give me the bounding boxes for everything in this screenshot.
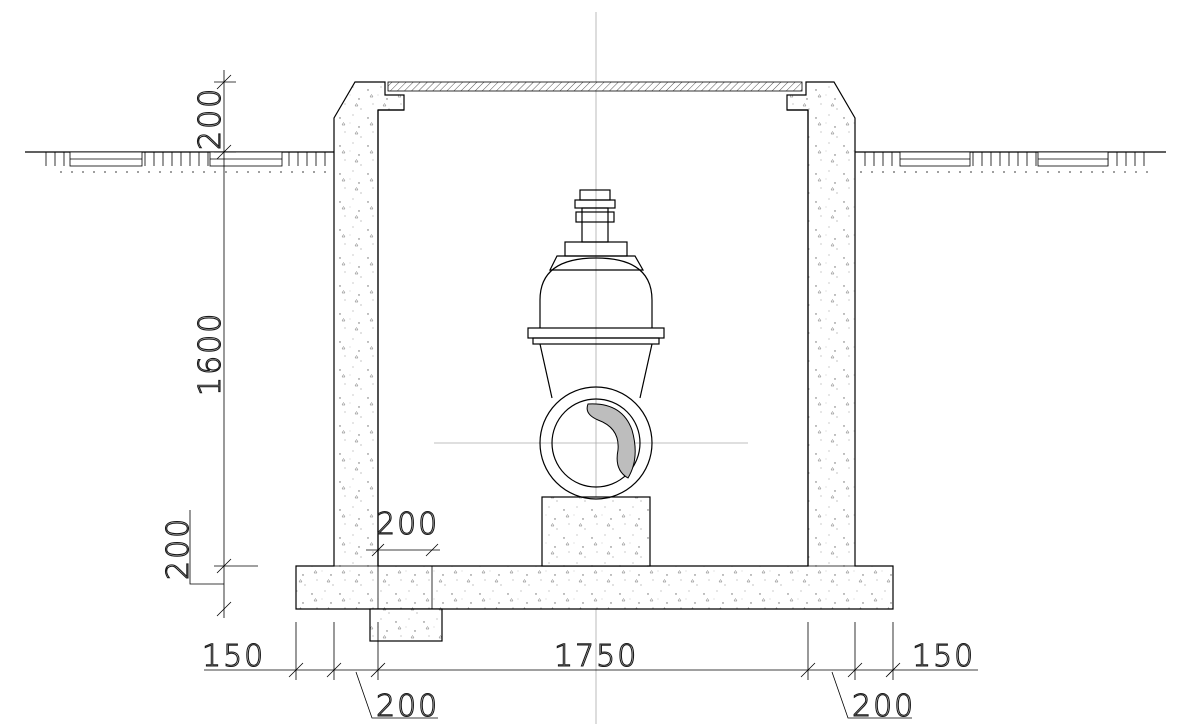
ground-surface-left: [25, 151, 334, 173]
dim-left-footing-projection: 150: [202, 639, 265, 674]
dim-left-wall-thickness: 200: [376, 689, 439, 724]
sump-block: [369, 608, 443, 642]
dim-cover-thickness: 200: [193, 87, 228, 150]
dim-right-wall-thickness: 200: [852, 689, 915, 724]
dim-right-footing-projection: 150: [912, 639, 975, 674]
cover-slab: [387, 81, 803, 92]
ground-surface-right: [855, 151, 1166, 173]
dim-support-offset: 200: [376, 507, 439, 542]
pipe-cut-shading: [586, 403, 636, 479]
valve-support-pier: [541, 496, 651, 567]
dim-depth-below-ground: 1600: [193, 312, 228, 396]
dim-base-slab-thickness: 200: [161, 517, 196, 580]
gate-valve: [527, 189, 665, 500]
dim-inner-width: 1750: [554, 639, 638, 674]
